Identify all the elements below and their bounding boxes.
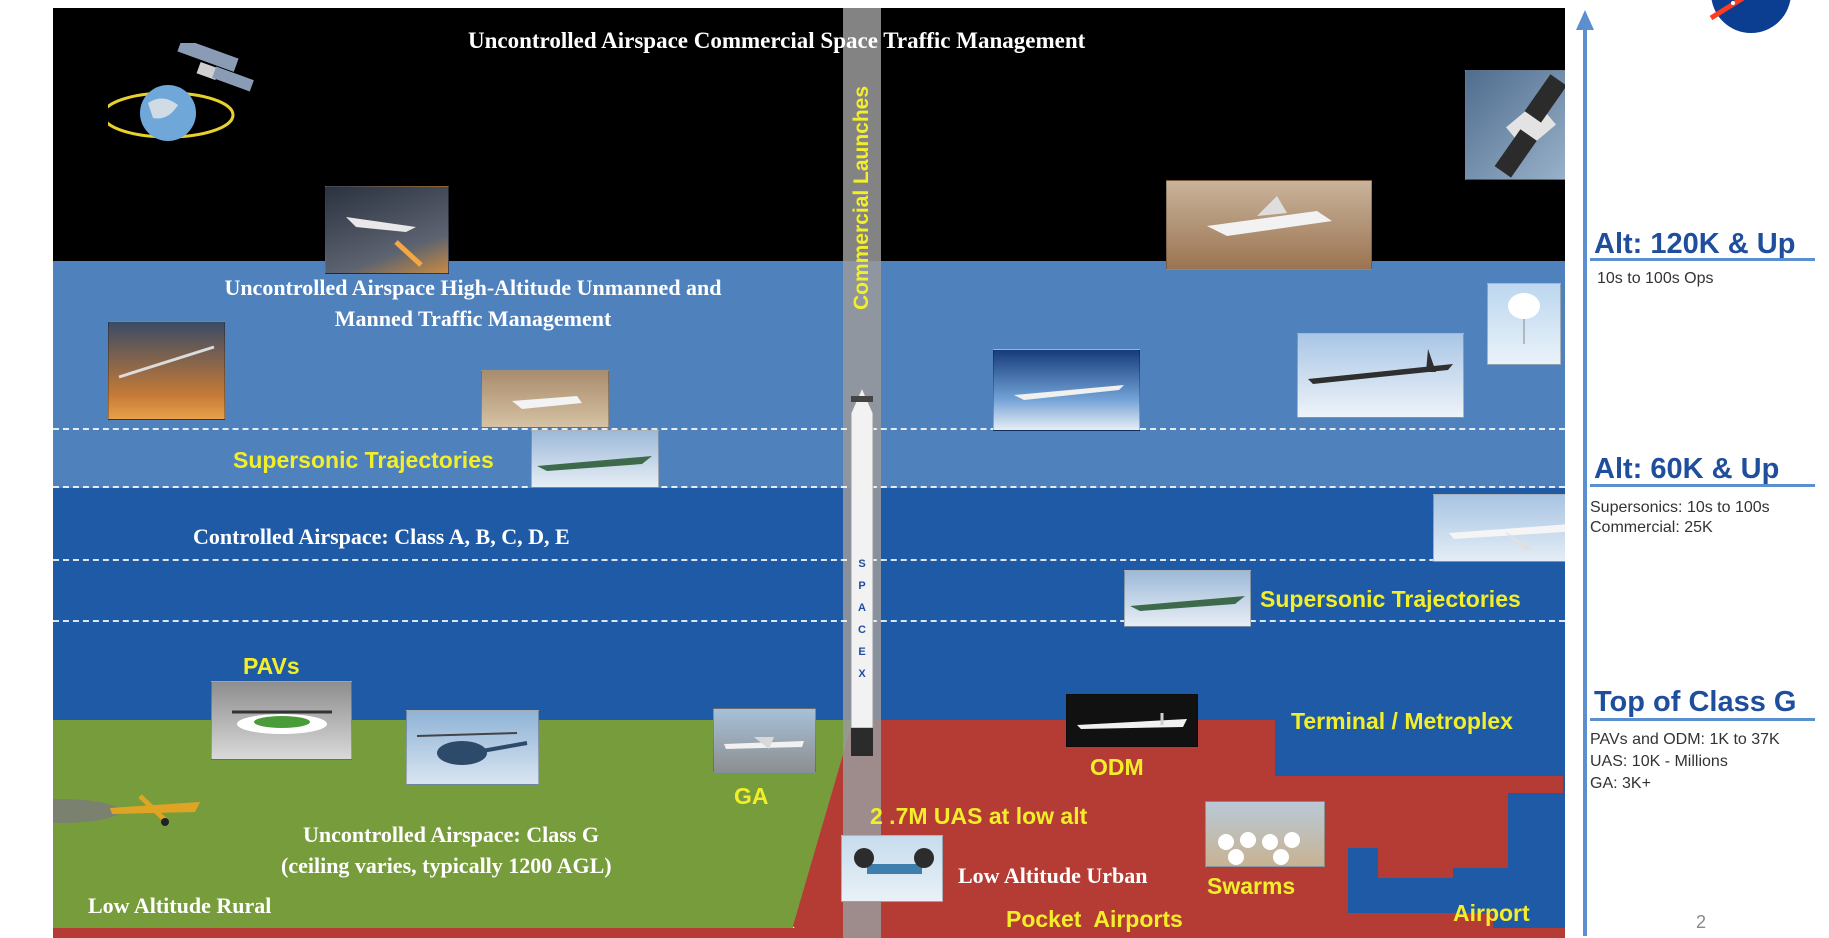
swarms-label: Swarms — [1207, 873, 1296, 899]
urban-area — [793, 720, 1563, 938]
swarms-photo — [1205, 801, 1325, 867]
altitude-divider — [1590, 718, 1815, 721]
low-altitude-urban-label: Low Altitude Urban — [958, 863, 1148, 888]
altitude-note: Supersonics: 10s to 100s — [1590, 499, 1770, 516]
supersonic-jet-right-photo — [1124, 570, 1251, 627]
solar-aircraft-photo — [108, 321, 225, 420]
high-altitude-title-line2: Manned Traffic Management — [334, 306, 612, 331]
altitude-note: 10s to 100s Ops — [1597, 270, 1714, 287]
airliner-photo — [1433, 494, 1565, 562]
spaceship-photo — [1166, 180, 1372, 270]
spaceplane-flight-photo — [481, 370, 609, 428]
commercial-launches-label: Commercial Launches — [850, 85, 873, 311]
altitude-note: GA: 3K+ — [1590, 775, 1651, 792]
supersonic-trajectories-left-label: Supersonic Trajectories — [233, 447, 494, 473]
terminal-metroplex-label: Terminal / Metroplex — [1291, 708, 1513, 734]
ga-label: GA — [734, 783, 769, 809]
supersonic-band-bottom-line — [53, 486, 1565, 488]
page-number: 2 — [1696, 912, 1707, 932]
altitude-note: PAVs and ODM: 1K to 37K — [1590, 731, 1780, 748]
nasa-logo — [1703, 0, 1798, 38]
altitude-divider — [1590, 258, 1815, 261]
supersonic-band-top-line — [53, 428, 1565, 430]
altitude-note: UAS: 10K - Millions — [1590, 753, 1728, 770]
class-g-title-line2: (ceiling varies, typically 1200 AGL) — [281, 853, 612, 878]
satellite-earth-image — [101, 38, 258, 148]
pav-photo — [211, 681, 352, 760]
bottom-strip — [53, 928, 1565, 938]
high-altitude-aircraft-photo — [993, 349, 1140, 431]
crop-duster-image — [53, 778, 205, 833]
altitude-heading: Alt: 120K & Up — [1594, 228, 1796, 260]
odm-aircraft-photo — [1066, 694, 1198, 747]
altitude-axis-arrow — [1576, 10, 1594, 936]
airspace-diagram: Uncontrolled Airspace Commercial Space T… — [53, 8, 1565, 938]
low-altitude-rural-label: Low Altitude Rural — [88, 893, 272, 918]
helicopter-photo — [406, 710, 539, 785]
uas-drone-photo — [841, 835, 943, 902]
spaceplane-launch-photo — [325, 186, 449, 274]
high-altitude-title-line1: Uncontrolled Airspace High-Altitude Unma… — [224, 275, 722, 300]
controlled-mid-line-2 — [53, 620, 1565, 622]
pavs-label: PAVs — [243, 653, 300, 679]
u2-aircraft-photo — [1297, 333, 1464, 418]
class-g-area — [53, 720, 853, 928]
controlled-airspace-title: Controlled Airspace: Class A, B, C, D, E — [193, 524, 570, 549]
supersonic-trajectories-right-label: Supersonic Trajectories — [1260, 586, 1521, 612]
supersonic-jet-left-photo — [531, 430, 659, 488]
space-zone-title: Uncontrolled Airspace Commercial Space T… — [468, 28, 1086, 53]
airport-label: Airport — [1453, 900, 1530, 926]
altitude-note: Commercial: 25K — [1590, 519, 1713, 536]
altitude-heading: Alt: 60K & Up — [1594, 453, 1780, 485]
ga-aircraft-photo — [713, 708, 816, 773]
controlled-mid-line-1 — [53, 559, 1565, 561]
uas-low-alt-label: 2 .7M UAS at low alt — [870, 803, 1088, 829]
odm-label: ODM — [1090, 754, 1144, 780]
balloon-photo — [1487, 283, 1561, 365]
pocket-airports-label: Pocket Airports — [1006, 906, 1183, 932]
space-capsule-photo — [1465, 70, 1565, 180]
rocket-spacex-text: SPACEX — [858, 558, 866, 680]
altitude-divider — [1590, 484, 1815, 487]
rocket-image — [849, 386, 875, 758]
class-g-title-line1: Uncontrolled Airspace: Class G — [303, 822, 599, 847]
altitude-heading: Top of Class G — [1594, 686, 1797, 718]
